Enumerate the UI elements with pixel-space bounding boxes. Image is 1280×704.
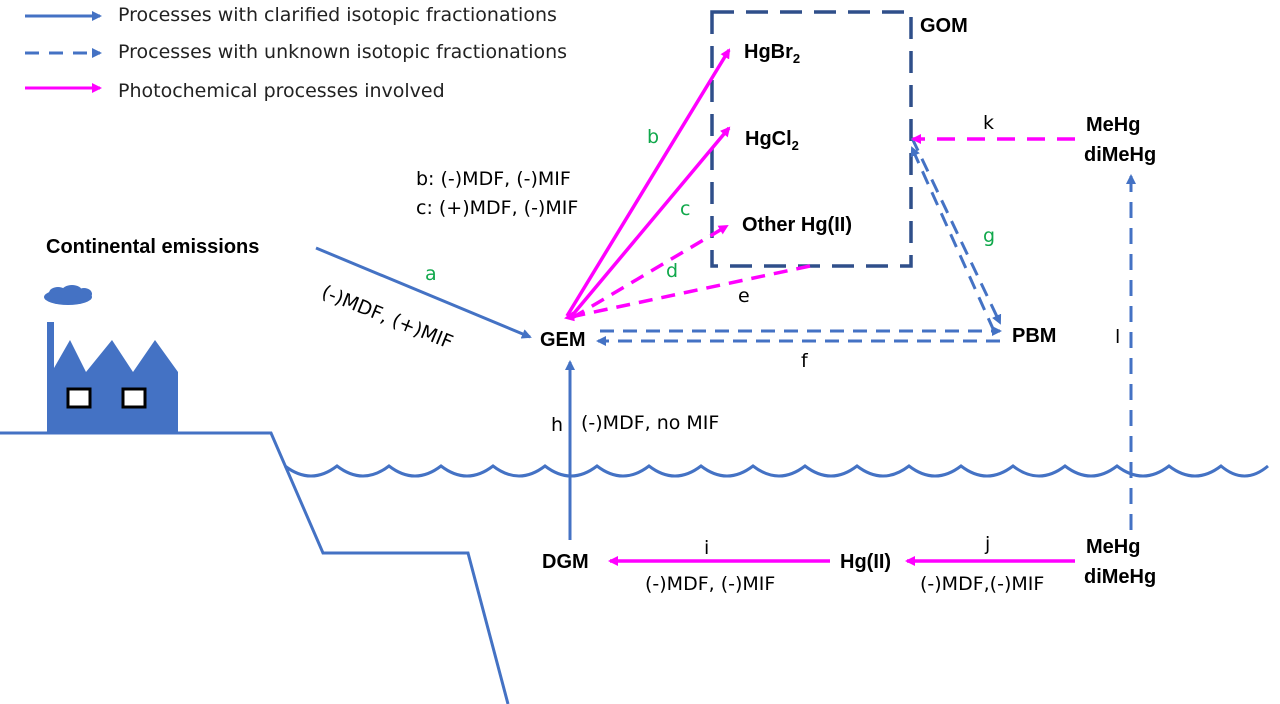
arrow-g-pbm-to-gom: [910, 146, 996, 332]
arrow-d-gem-to-other-hg: [571, 224, 729, 320]
coastline: [0, 431, 510, 704]
arrow-g-gom-to-pbm: [910, 137, 1002, 325]
node-pbm: PBM: [1012, 325, 1057, 347]
factory-icon: [44, 285, 178, 434]
legend-label-unknown: Processes with unknown isotopic fraction…: [118, 41, 568, 63]
arrow-b-gem-to-hgbr2: [565, 48, 731, 317]
process-key-b: b: [647, 126, 660, 148]
node-gom: GOM: [920, 15, 968, 37]
process-key-k: k: [983, 112, 995, 134]
node-mehg-air-line1: MeHg: [1086, 114, 1141, 136]
node-hgcl2-subscript: 2: [791, 138, 799, 153]
process-key-a: a: [425, 263, 437, 285]
node-mehg-water-line1: MeHg: [1086, 536, 1141, 558]
legend-label-clarified: Processes with clarified isotopic fracti…: [118, 4, 557, 26]
node-hgbr2-subscript: 2: [792, 51, 801, 66]
node-gem: GEM: [540, 329, 586, 351]
legend-label-photochemical: Photochemical processes involved: [118, 80, 445, 102]
node-hgbr2: HgBr2: [744, 42, 800, 65]
node-hgbr2-base: HgBr: [744, 41, 793, 63]
note-j-fractionation: (-)MDF,(-)MIF: [920, 573, 1045, 595]
note-b-fractionation: b: (-)MDF, (-)MIF: [416, 168, 571, 190]
arrow-a-emission-to-gem: [315, 246, 532, 339]
legend-swatches: [25, 11, 102, 93]
process-key-l: l: [1115, 326, 1121, 348]
process-key-d: d: [666, 260, 679, 282]
node-dgm: DGM: [542, 551, 589, 573]
water-surface: [284, 464, 1269, 478]
node-continental-emissions: Continental emissions: [46, 236, 260, 258]
process-key-i: i: [704, 537, 710, 559]
arrow-e-gom-to-gem: [564, 264, 811, 322]
note-i-fractionation: (-)MDF, (-)MIF: [645, 573, 776, 595]
node-mehg-water-line2: diMeHg: [1084, 566, 1157, 588]
process-key-c: c: [680, 198, 691, 220]
process-key-g: g: [983, 225, 996, 247]
node-hgcl2: HgCl2: [745, 129, 799, 152]
process-key-f: f: [801, 350, 808, 372]
node-hg-ii-water: Hg(II): [840, 551, 892, 573]
node-hgcl2-base: HgCl: [745, 128, 792, 150]
process-key-e: e: [738, 285, 750, 307]
note-c-fractionation: c: (+)MDF, (-)MIF: [416, 197, 579, 219]
node-other-hg-ii: Other Hg(II): [742, 214, 852, 236]
node-mehg-air-line2: diMeHg: [1084, 144, 1157, 166]
process-key-j: j: [985, 533, 991, 555]
note-h-fractionation: (-)MDF, no MIF: [581, 412, 720, 434]
arrow-c-gem-to-hgcl2: [568, 126, 731, 320]
process-key-h: h: [551, 414, 564, 436]
